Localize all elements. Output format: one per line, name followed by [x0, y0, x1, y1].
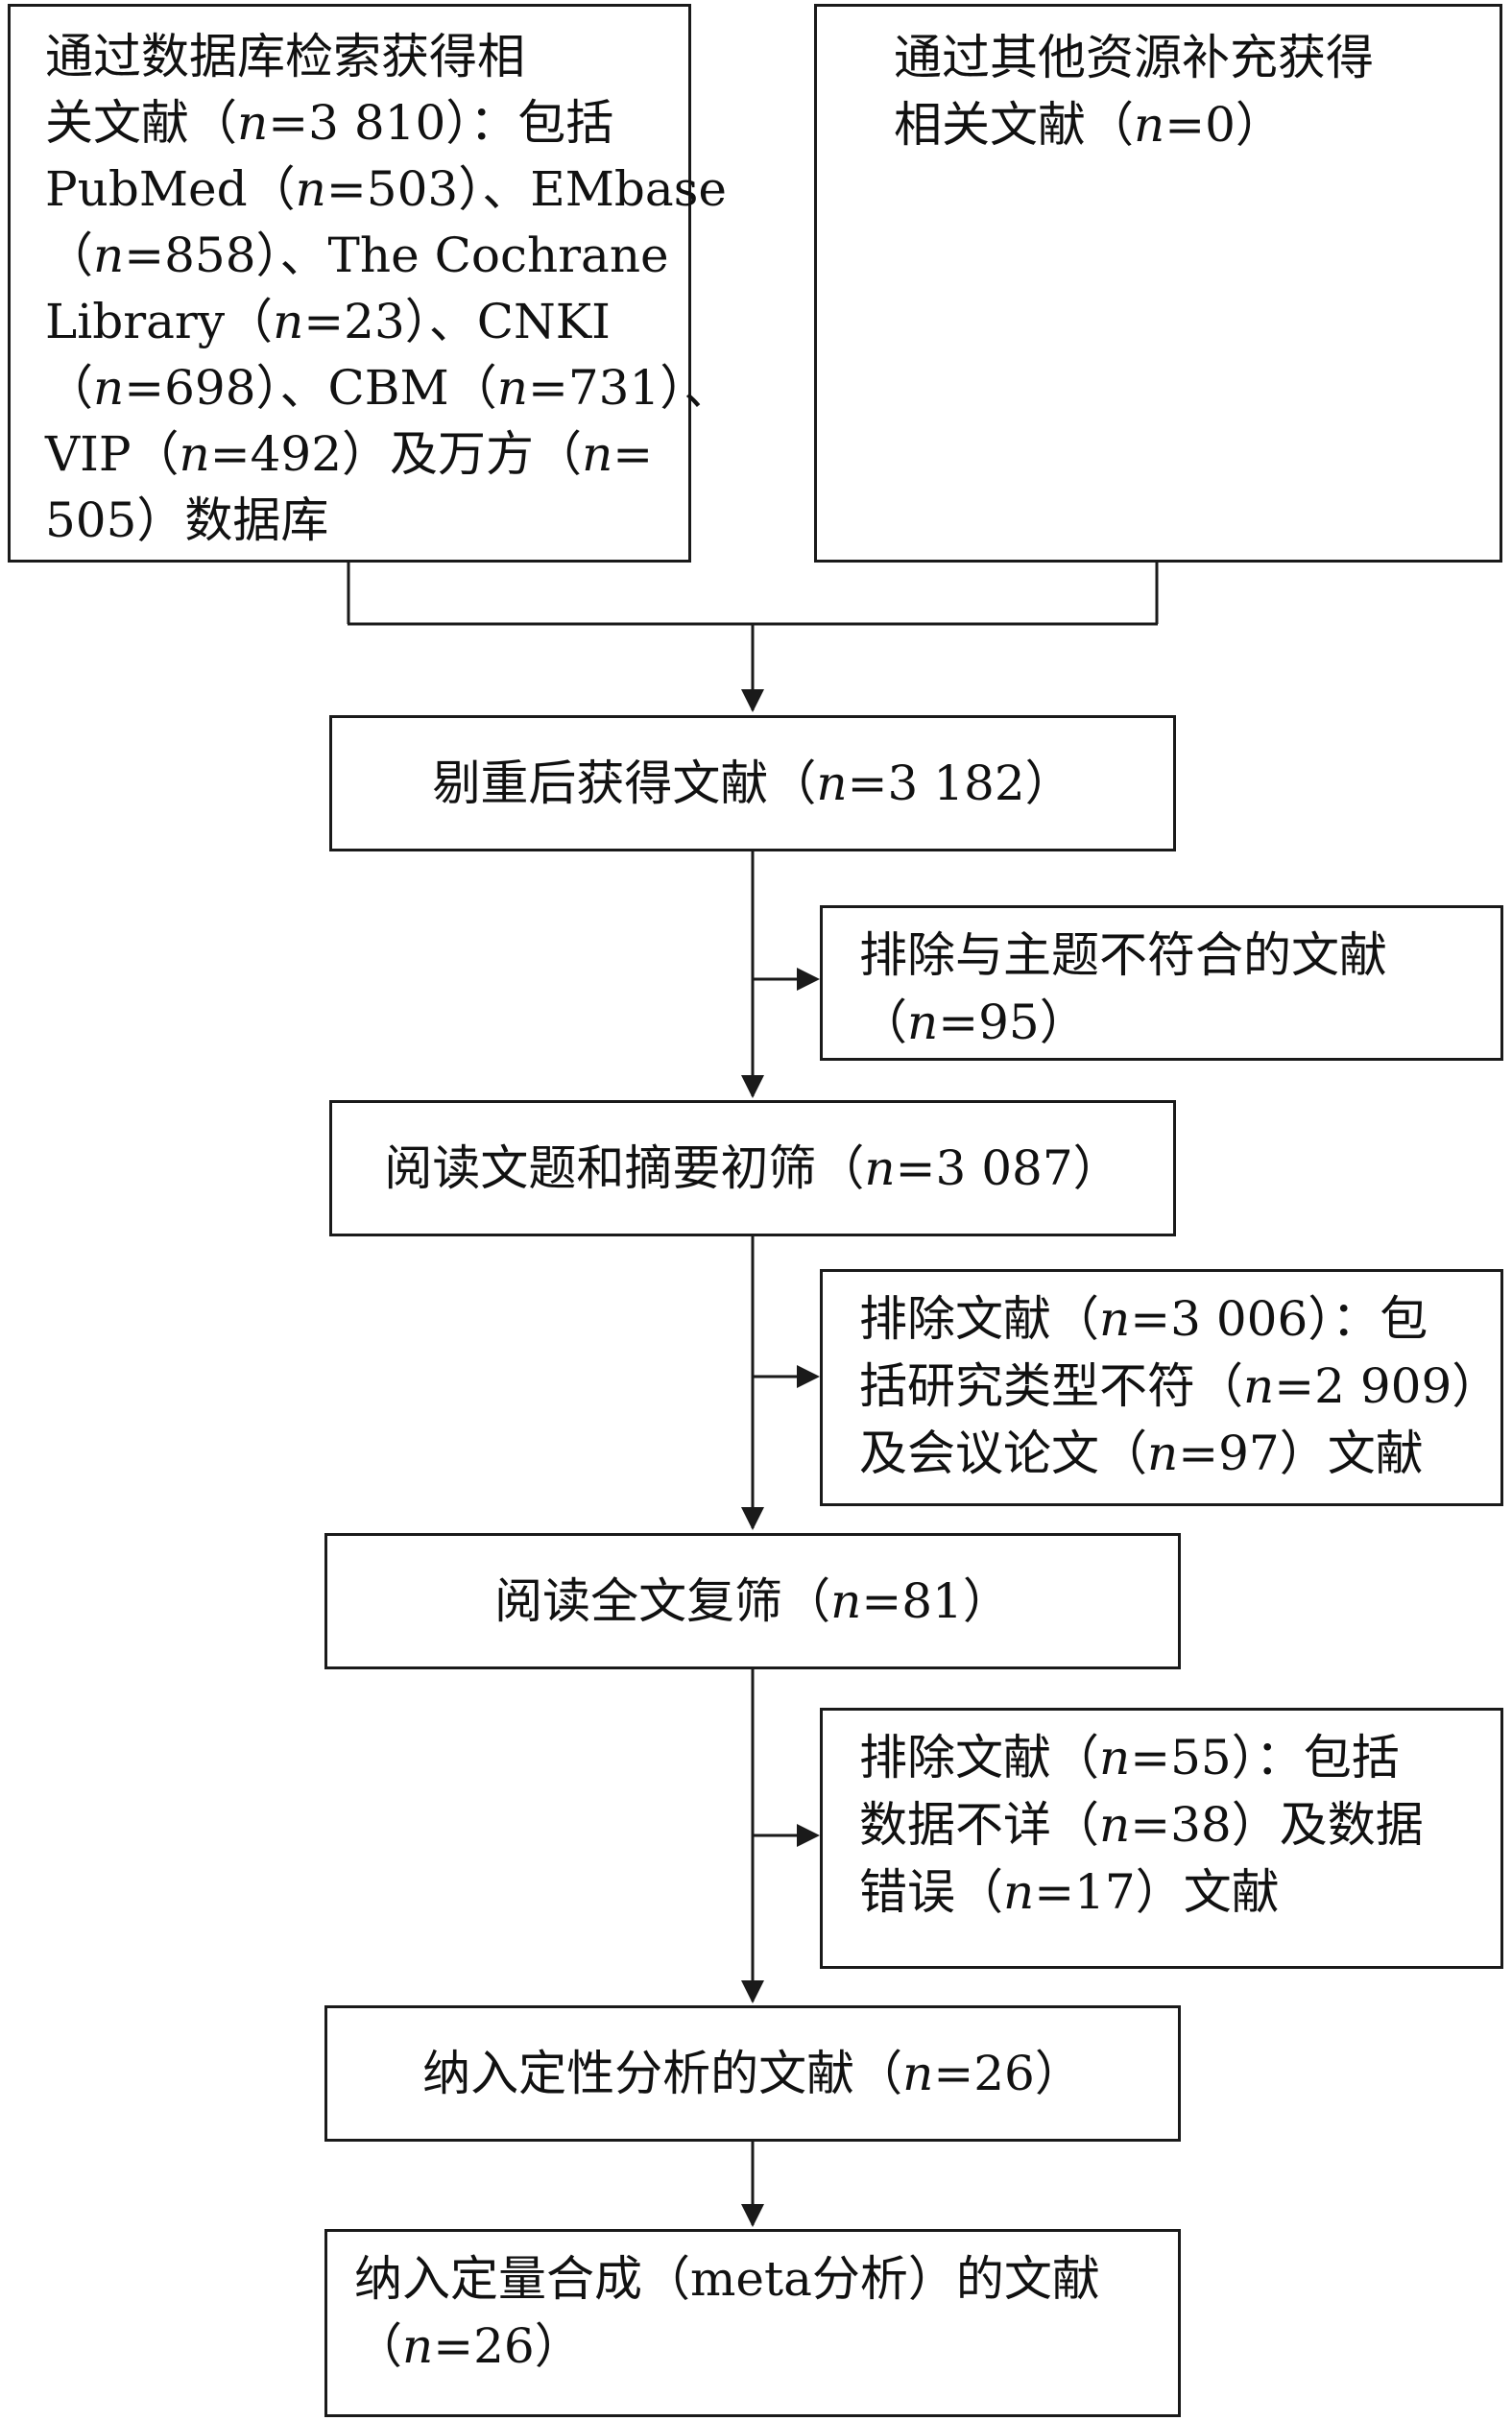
database-search-line-3: PubMed（n=503）、EMbase [45, 161, 727, 217]
database-search-line-8: 505）数据库 [45, 492, 329, 548]
exclude-type-line-3: 及会议论文（n=97）文献 [859, 1426, 1424, 1481]
exclude-data-line-1: 排除文献（n=55）：包括 [859, 1730, 1400, 1786]
arrowhead-full-text [741, 1507, 764, 1530]
database-search-line-1: 通过数据库检索获得相 [45, 29, 525, 84]
after-dedup-box: 剔重后获得文献（n=3 182） [329, 715, 1176, 851]
exclude-data-line-3: 错误（n=17）文献 [859, 1864, 1280, 1920]
exclude-data-line-2: 数据不详（n=38）及数据 [859, 1797, 1424, 1853]
other-sources-line-1: 通过其他资源补充获得 [894, 30, 1374, 85]
exclude-topic-box: 排除与主题不符合的文献 （n=95） [820, 905, 1503, 1061]
quantitative-line-2: （n=26） [354, 2318, 583, 2374]
arrowhead-exclude-topic [797, 968, 820, 991]
after-dedup-line-1: 剔重后获得文献（n=3 182） [432, 755, 1073, 811]
arrowhead-title-abstract [741, 1075, 764, 1098]
arrowhead-quantitative [741, 2204, 764, 2227]
database-search-line-6: （n=698）、CBM（n=731）、 [45, 360, 732, 416]
full-text-line-1: 阅读全文复筛（n=81） [494, 1573, 1011, 1629]
arrowhead-exclude-type [797, 1365, 820, 1388]
qualitative-line-1: 纳入定性分析的文献（n=26） [422, 2046, 1083, 2101]
quantitative-box: 纳入定量合成（meta分析）的文献 （n=26） [324, 2229, 1181, 2417]
database-search-line-7: VIP（n=492）及万方（n= [45, 426, 654, 482]
exclude-topic-line-2: （n=95） [859, 995, 1088, 1050]
exclude-topic-line-1: 排除与主题不符合的文献 [859, 927, 1387, 983]
exclude-type-line-2: 括研究类型不符（n=2 909） [859, 1358, 1500, 1414]
database-search-box: 通过数据库检索获得相 关文献（n=3 810）：包括 PubMed（n=503）… [8, 4, 732, 563]
database-search-line-2: 关文献（n=3 810）：包括 [45, 95, 614, 151]
qualitative-box: 纳入定性分析的文献（n=26） [324, 2005, 1181, 2142]
exclude-data-box: 排除文献（n=55）：包括 数据不详（n=38）及数据 错误（n=17）文献 [820, 1708, 1503, 1969]
arrowhead-exclude-data [797, 1824, 820, 1847]
quantitative-line-1: 纳入定量合成（meta分析）的文献 [354, 2251, 1100, 2307]
title-abstract-box: 阅读文题和摘要初筛（n=3 087） [329, 1100, 1176, 1236]
database-search-line-5: Library（n=23）、CNKI [45, 294, 611, 349]
full-text-box: 阅读全文复筛（n=81） [324, 1533, 1181, 1669]
title-abstract-line-1: 阅读文题和摘要初筛（n=3 087） [384, 1140, 1121, 1196]
database-search-line-4: （n=858）、The Cochrane [45, 228, 669, 283]
exclude-type-box: 排除文献（n=3 006）：包 括研究类型不符（n=2 909） 及会议论文（n… [820, 1269, 1503, 1506]
other-sources-line-2: 相关文献（n=0） [894, 97, 1284, 153]
other-sources-box: 通过其他资源补充获得 相关文献（n=0） [814, 4, 1502, 563]
arrowhead-dedup [741, 689, 764, 712]
arrowhead-qualitative [741, 1980, 764, 2003]
exclude-type-line-1: 排除文献（n=3 006）：包 [859, 1291, 1428, 1347]
